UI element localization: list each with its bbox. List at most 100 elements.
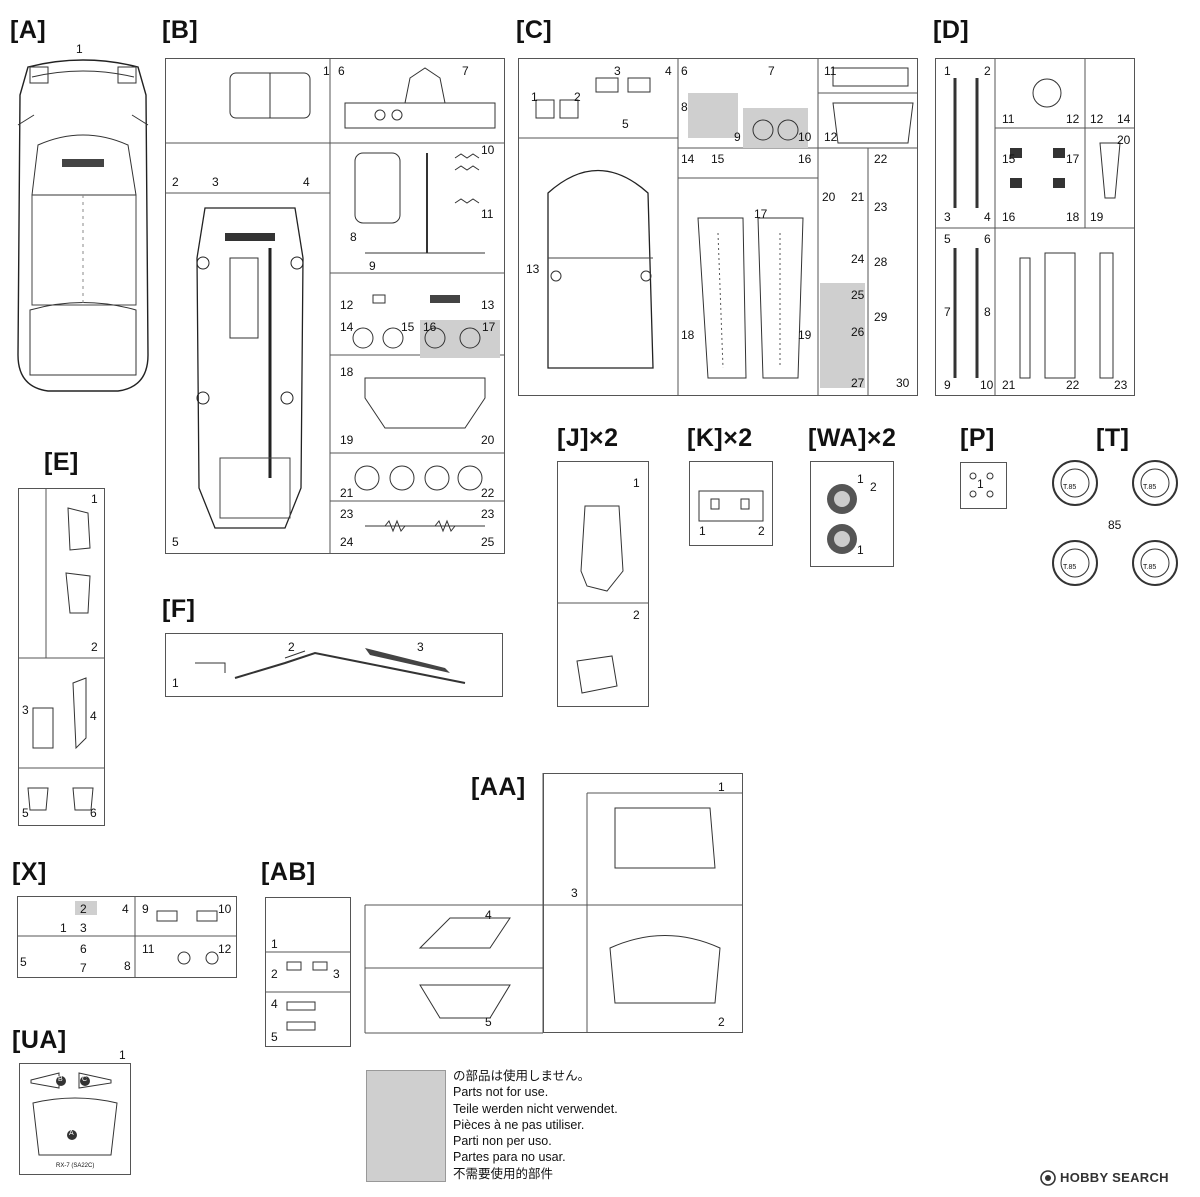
part-c20: 20: [822, 190, 836, 204]
legend-line-en: Parts not for use.: [453, 1085, 549, 1100]
part-b23b: 23: [481, 507, 495, 521]
runner-ab-drawing: [265, 951, 351, 1031]
part-wa2: 2: [870, 480, 877, 494]
part-f2: 2: [288, 640, 295, 654]
section-p-label: [P]: [960, 424, 995, 452]
part-e6: 6: [90, 806, 97, 820]
section-e-label: [E]: [44, 448, 79, 476]
part-f1: 1: [172, 676, 179, 690]
car-body-top-view: [17, 59, 149, 392]
part-p1: 1: [977, 477, 984, 491]
part-x11: 11: [142, 942, 155, 956]
part-x6: 6: [80, 942, 87, 956]
part-x8: 8: [124, 959, 131, 973]
part-b21: 21: [340, 486, 354, 500]
section-wa-label: [WA]×2: [808, 424, 897, 452]
part-wa1a: 1: [857, 472, 864, 486]
part-d14: 14: [1117, 112, 1131, 126]
part-c2: 2: [574, 90, 581, 104]
part-b14: 14: [340, 320, 354, 334]
part-b23a: 23: [340, 507, 354, 521]
part-d18: 18: [1066, 210, 1080, 224]
part-x10: 10: [218, 902, 232, 916]
runner-d-drawing: [935, 58, 1135, 396]
part-d13: 12: [1090, 112, 1104, 126]
legend-line-de: Teile werden nicht verwendet.: [453, 1101, 618, 1116]
runner-p-drawing: [969, 472, 994, 498]
ua-marker-b: B: [58, 1076, 63, 1083]
part-b25: 25: [481, 535, 495, 549]
part-aa3: 3: [571, 886, 578, 900]
part-c17: 17: [754, 207, 768, 221]
part-aa1: 1: [718, 780, 725, 794]
runner-f-frame: [165, 633, 503, 697]
part-aa5: 5: [485, 1015, 492, 1029]
part-b13: 13: [481, 298, 495, 312]
runner-k-drawing: [698, 490, 764, 522]
section-aa-label: [AA]: [471, 773, 526, 801]
tire-label-3: T.85: [1063, 564, 1077, 571]
part-x7: 7: [80, 961, 87, 975]
part-c27: 27: [851, 376, 865, 390]
part-d15: 15: [1002, 152, 1016, 166]
part-b12: 12: [340, 298, 354, 312]
part-b7: 7: [462, 64, 469, 78]
ua-marker-a: A: [69, 1130, 74, 1137]
section-ua-label: [UA]: [12, 1026, 67, 1054]
section-x-label: [X]: [12, 858, 47, 886]
part-t85: 85: [1108, 518, 1122, 532]
part-d2: 2: [984, 64, 991, 78]
tire-label-1: T.85: [1063, 484, 1077, 491]
legend-line-zh: 不需要使用的部件: [453, 1166, 554, 1181]
part-j2: 2: [633, 608, 640, 622]
part-e4: 4: [90, 709, 97, 723]
part-c6: 6: [681, 64, 688, 78]
part-x2: 2: [80, 902, 87, 916]
part-d17: 17: [1066, 152, 1080, 166]
part-c1: 1: [531, 90, 538, 104]
legend-line-it: Parti non per uso.: [453, 1134, 552, 1149]
part-x9: 9: [142, 902, 149, 916]
runner-j-frame: [557, 461, 649, 707]
part-c8: 8: [681, 100, 688, 114]
part-b1: 1: [323, 64, 330, 78]
part-ab4: 4: [271, 997, 278, 1011]
part-e1: 1: [91, 492, 98, 506]
runner-c-drawing: [518, 58, 918, 396]
runner-x-frame: [17, 896, 237, 978]
legend-line-ja: の部品は使用しません。: [453, 1069, 591, 1083]
part-k2: 2: [758, 524, 765, 538]
part-b6: 6: [338, 64, 345, 78]
part-aa2: 2: [718, 1015, 725, 1029]
part-d1: 1: [944, 64, 951, 78]
part-d7: 7: [944, 305, 951, 319]
section-c-label: [C]: [516, 16, 553, 44]
part-ab3: 3: [333, 967, 340, 981]
runner-f-drawing: [195, 648, 466, 684]
part-b17: 17: [482, 320, 496, 334]
part-c21: 21: [851, 190, 865, 204]
part-b4: 4: [303, 175, 310, 189]
part-b24: 24: [340, 535, 354, 549]
section-ab-label: [AB]: [261, 858, 316, 886]
watermark-text: HOBBY SEARCH: [1060, 1170, 1169, 1185]
part-k1: 1: [699, 524, 706, 538]
part-d8: 8: [984, 305, 991, 319]
part-ua1: 1: [119, 1048, 126, 1062]
part-c3: 3: [614, 64, 621, 78]
part-c29: 29: [874, 310, 888, 324]
section-k-label: [K]×2: [687, 424, 753, 452]
part-d11: 11: [1002, 112, 1015, 126]
part-d22: 22: [1066, 378, 1080, 392]
part-c13: 13: [526, 262, 540, 276]
runner-c-frame: [518, 58, 918, 396]
part-ab5: 5: [271, 1030, 278, 1044]
part-x4: 4: [122, 902, 129, 916]
runner-ab-frame: [265, 897, 351, 1047]
part-c23: 23: [874, 200, 888, 214]
part-d23: 23: [1114, 378, 1128, 392]
ua-caption: RX-7 (SA22C): [56, 1163, 95, 1169]
part-c5: 5: [622, 117, 629, 131]
part-d12: 12: [1066, 112, 1080, 126]
part-b10: 10: [481, 143, 495, 157]
